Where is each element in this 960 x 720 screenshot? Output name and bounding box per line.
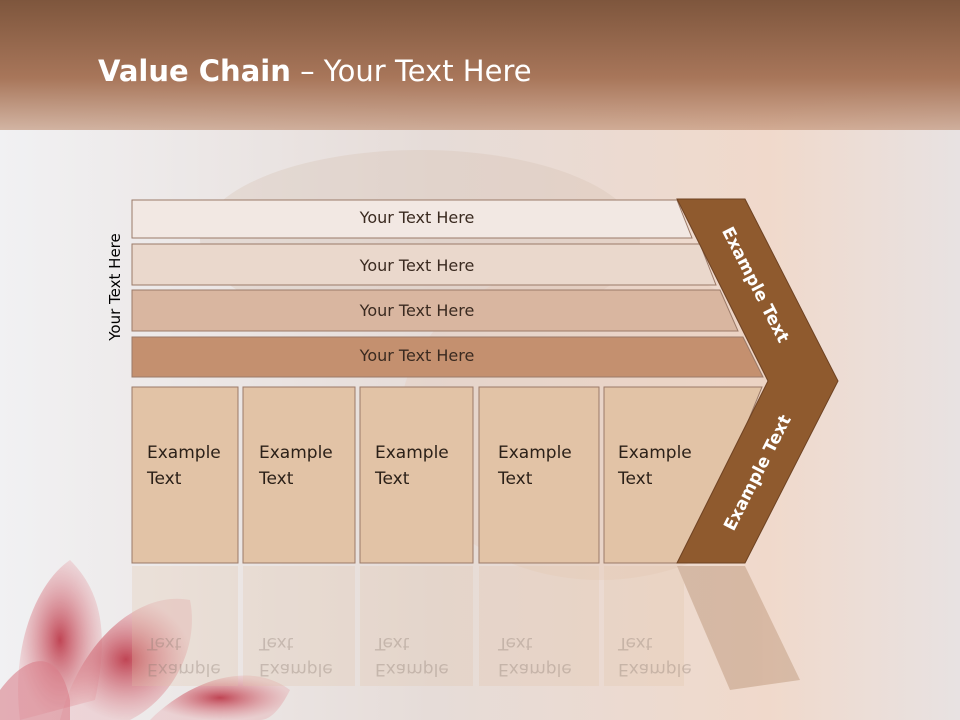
box-label-1: Example Text xyxy=(147,443,221,489)
slide-title-rest: – Your Text Here xyxy=(290,54,532,88)
bar-label-3: Your Text Here xyxy=(359,301,475,320)
bar-label-2: Your Text Here xyxy=(359,256,475,275)
reflection-text-2: Example Text xyxy=(259,633,333,679)
reflection-text-4: Example Text xyxy=(498,633,572,679)
reflection xyxy=(132,566,800,690)
margin-chevron xyxy=(676,198,839,564)
support-bar-3 xyxy=(131,289,739,332)
support-bar-1 xyxy=(131,199,693,239)
slide-title: Value Chain – Your Text Here xyxy=(98,54,532,88)
box-label-3: Example Text xyxy=(375,443,449,489)
box-label-4: Example Text xyxy=(498,443,572,489)
box-label-5: Example Text xyxy=(618,443,692,489)
slide-title-bold: Value Chain xyxy=(98,54,291,88)
support-bar-4 xyxy=(131,336,764,378)
primary-box-3 xyxy=(359,386,474,564)
flower-decoration xyxy=(0,560,290,720)
bar-label-1: Your Text Here xyxy=(359,208,475,227)
reflection-text-1: Example Text xyxy=(147,633,221,679)
primary-box-4 xyxy=(478,386,600,564)
reflection-text-5: Example Text xyxy=(618,633,692,679)
support-bar-2 xyxy=(131,243,717,286)
reflection-text-3: Example Text xyxy=(375,633,449,679)
title-band xyxy=(0,0,960,130)
box-label-2: Example Text xyxy=(259,443,333,489)
bar-label-4: Your Text Here xyxy=(359,346,475,365)
primary-box-1 xyxy=(131,386,239,564)
primary-box-2 xyxy=(242,386,356,564)
